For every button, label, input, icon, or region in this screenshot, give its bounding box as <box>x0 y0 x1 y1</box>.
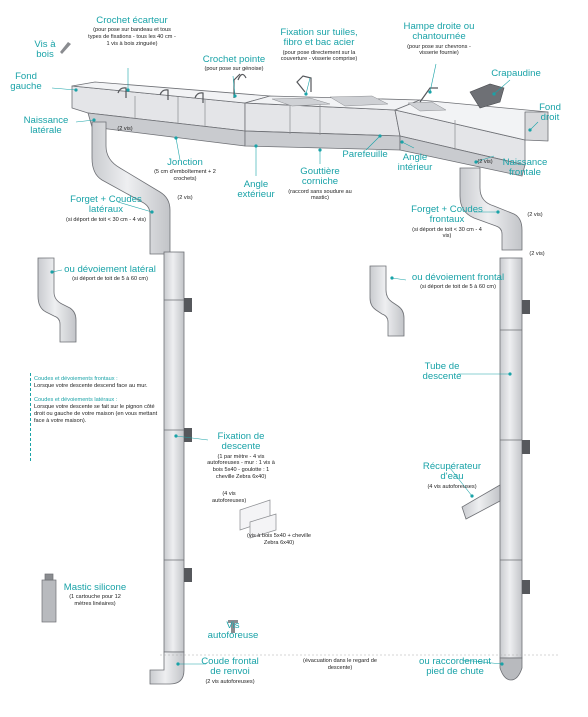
note-2vis-d: (2 vis) <box>527 212 543 218</box>
leader-lines <box>50 63 539 666</box>
note-vis-bois: (vis à bois 5x40 + cheville Zebra 6x40) <box>247 533 311 546</box>
label-vis-autoforeuse: Vis autoforeuse <box>207 620 259 642</box>
note-2vis-c: (2 vis) <box>477 159 493 165</box>
left-downpipe <box>91 121 185 685</box>
left-brackets <box>184 298 192 582</box>
label-tube-descente: Tube de descente <box>422 361 462 383</box>
label-mastic: Mastic silicone (1 cartouche pour 12 mèt… <box>63 582 127 608</box>
label-evacuation: (évacuation dans le regard de descente) <box>302 658 377 671</box>
note-2vis-e: (2 vis) <box>529 251 545 257</box>
fixation-plate <box>239 499 277 539</box>
label-fond-gauche: Fond gauche <box>10 71 42 93</box>
lateral-offset-elbow <box>37 257 77 343</box>
gutter-seams <box>134 96 456 150</box>
hangers <box>117 73 438 103</box>
label-devoiement-frontal: ou dévoiement frontal (si déport de toit… <box>411 272 505 291</box>
label-gouttiere: Gouttière corniche (raccord sans soudure… <box>288 166 352 202</box>
label-forget-frontaux: Forget + Coudes frontaux (si déport de t… <box>411 204 483 240</box>
label-naissance-laterale: Naissance latérale <box>23 115 69 137</box>
label-recuperateur: Récupérateur d'eau (4 vis autoforeuses) <box>422 461 482 490</box>
info-note: Coudes et dévoiements frontaux :Lorsque … <box>34 376 160 432</box>
leaf-guard <box>271 95 447 112</box>
note-frontaux-text: Lorsque votre descente descend face au m… <box>34 383 148 390</box>
label-crochet-pointe: Crochet pointe (pour pose sur génoise) <box>202 54 266 73</box>
label-crapaudine: Crapaudine <box>491 68 541 79</box>
silicone-cartridge <box>41 573 57 623</box>
label-angle-exterieur: Angle extérieur <box>237 179 275 201</box>
label-jonction: Jonction (5 cm d'emboîtement + 2 crochet… <box>154 157 216 183</box>
label-angle-interieur: Angle intérieur <box>397 152 433 174</box>
note-vis-auto: (4 vis autoforeuses) <box>212 491 247 504</box>
label-vis-a-bois: Vis à bois <box>34 39 56 61</box>
label-fond-droit: Fond droit <box>539 102 561 124</box>
note-lateraux-title: Coudes et dévoiements latéraux : <box>34 396 118 403</box>
label-fixation-descente: Fixation de descente (1 par mètre - 4 vi… <box>207 431 275 480</box>
note-lateraux-text: Lorsque votre descente se fait sur le pi… <box>34 403 158 425</box>
note-2vis-a: (2 vis) <box>117 126 133 132</box>
label-hampe: Hampe droite ou chantournée (pour pose s… <box>403 21 475 57</box>
label-forget-lateraux: Forget + Coudes latéraux (si déport de t… <box>65 194 147 223</box>
right-brackets <box>522 300 530 594</box>
label-parefeuille: Parefeuille <box>342 149 388 160</box>
label-devoiement-lateral: ou dévoiement latéral (si déport de toit… <box>64 264 156 283</box>
label-fixation-tuiles: Fixation sur tuiles, fibro et bac acier … <box>280 27 358 63</box>
note-frontaux-title: Coudes et dévoiements frontaux : <box>34 376 118 382</box>
note-divider <box>30 373 32 461</box>
label-crochet-ecarteur: Crochet écarteur (pour pose sur bandeau … <box>88 15 176 47</box>
frontal-offset-elbow <box>369 265 405 337</box>
label-coude-renvoi: Coude frontal de renvoi (2 vis autoforeu… <box>201 656 259 685</box>
right-downpipe <box>459 167 523 681</box>
note-2vis-b: (2 vis) <box>177 195 193 201</box>
label-naissance-frontale: Naissance frontale <box>502 157 548 179</box>
screws <box>60 42 238 633</box>
crapaudine-shape <box>469 83 505 109</box>
label-raccordement: ou raccordement pied de chute <box>419 656 491 678</box>
